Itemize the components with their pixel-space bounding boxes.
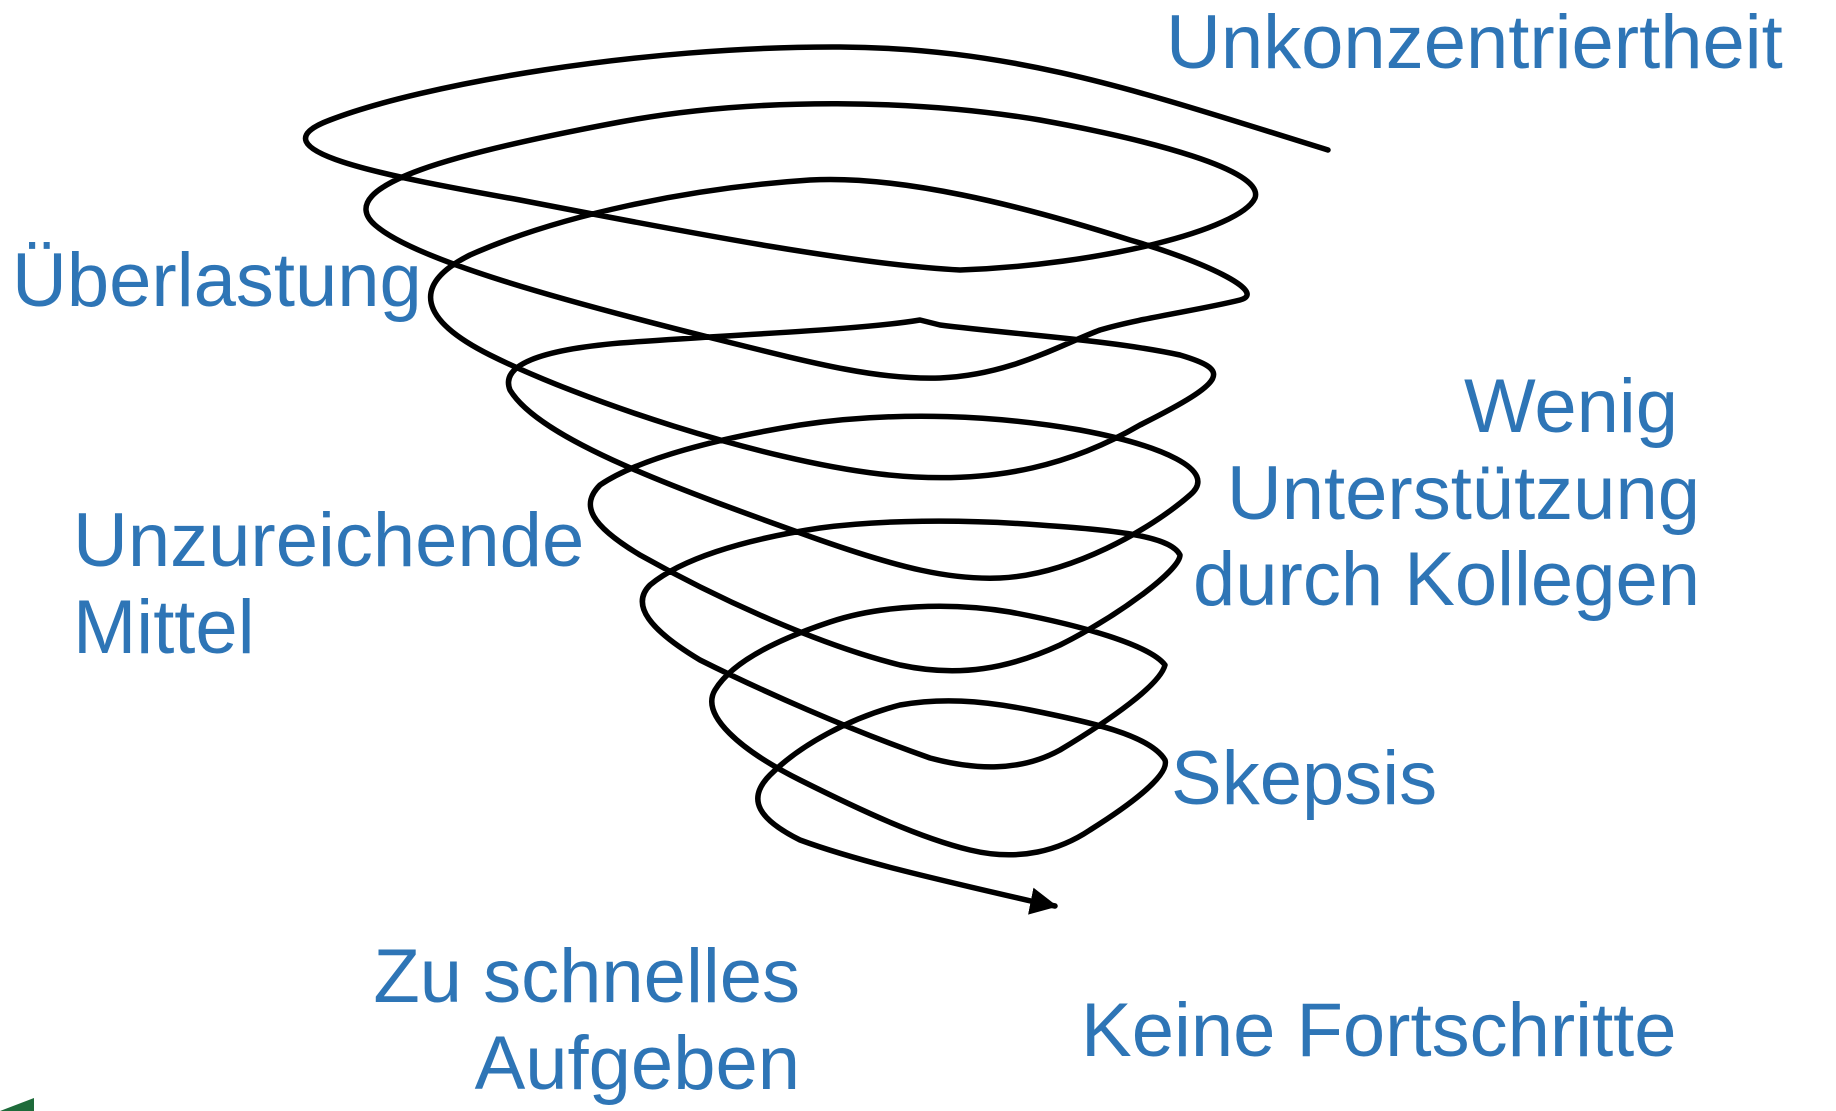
label-zu-schnelles-aufgeben: Zu schnelles Aufgeben [300,934,800,1107]
spiral-line [302,44,1331,915]
label-skepsis: Skepsis [1171,736,1438,821]
label-line: Unzureichende [73,498,585,583]
label-unzureichende-mittel: Unzureichende Mittel [73,498,584,671]
label-wenig-unterstuetzung: Wenig Unterstützung durch Kollegen [1166,364,1700,624]
label-line: Aufgeben [474,1020,800,1106]
label-line: Wenig [1463,364,1678,449]
label-ueberlastung: Überlastung [12,238,422,323]
label-line: Unterstützung [1226,450,1700,536]
label-line: durch Kollegen [1192,537,1700,623]
label-line: Zu schnelles [373,934,800,1019]
label-line: Mittel [73,584,255,670]
label-keine-fortschritte: Keine Fortschritte [1081,988,1677,1073]
label-unkonzentriertheit: Unkonzentriertheit [1166,0,1783,85]
